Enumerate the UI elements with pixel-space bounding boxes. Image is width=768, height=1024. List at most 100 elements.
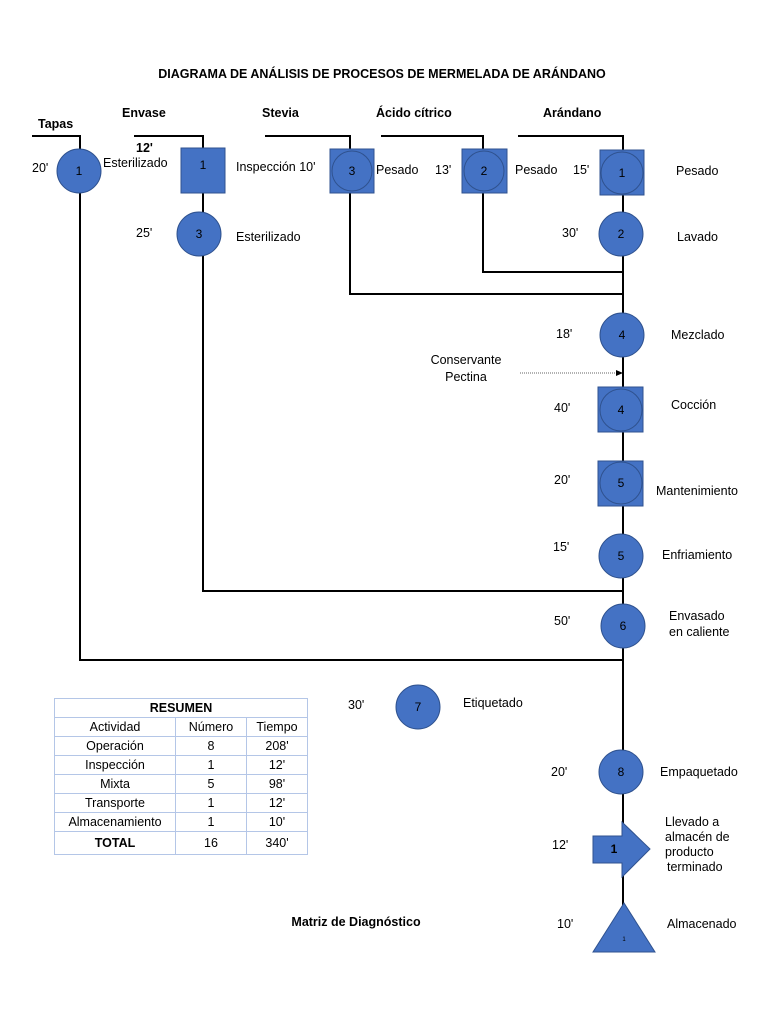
mixed-arandano-1: 1 [599,149,645,196]
summary-cell-number: 1 [175,793,247,813]
time-almacenado: 10' [557,917,573,931]
summary-cell-number: 5 [175,774,247,794]
label-enfriamiento: Enfriamiento [662,548,732,562]
summary-title: RESUMEN [54,698,308,718]
label-llevado-4: terminado [667,860,723,874]
label-llevado-1: Llevado a [665,815,719,829]
svg-text:1: 1 [622,937,626,943]
mixed-mantenimiento-5: 5 [597,460,644,507]
svg-text:5: 5 [618,549,625,563]
summary-cell-activity: Almacenamiento [54,812,176,832]
time-lavado: 30' [562,226,578,240]
time-envase-inspection: 12' [136,141,153,155]
operation-tapas-1: 1 [56,148,102,194]
summary-cell-activity: Inspección [54,755,176,775]
time-enfriamiento: 15' [553,540,569,554]
summary-row: Inspección 1 12' [54,755,308,775]
svg-text:4: 4 [618,403,625,417]
summary-cell-time: 12' [246,755,308,775]
svg-text:7: 7 [415,700,422,714]
mixed-acido-2: 2 [461,148,508,194]
footer-matriz: Matriz de Diagnóstico [291,915,421,929]
summary-total-label: TOTAL [54,831,176,855]
label-stevia: Pesado [376,163,418,177]
label-lavado: Lavado [677,230,718,244]
time-envasado: 50' [554,614,570,628]
inspection-envase-1: 1 [180,147,226,194]
column-header-stevia: Stevia [262,106,300,120]
summary-cell-activity: Operación [54,736,176,756]
mixed-stevia-3: 3 [329,148,375,194]
summary-header-number: Número [175,717,247,737]
summary-row: Mixta 5 98' [54,774,308,794]
summary-header-activity: Actividad [54,717,176,737]
column-header-arandano: Arándano [543,106,602,120]
operation-envasado-6: 6 [600,603,646,649]
summary-row: Almacenamiento 1 10' [54,812,308,832]
label-envasado-1: Envasado [669,609,725,623]
summary-total-number: 16 [175,831,247,855]
time-etiquetado: 30' [348,698,364,712]
operation-etiquetado-7: 7 [395,684,441,730]
storage-triangle-1: 1 [592,902,656,953]
column-header-envase: Envase [122,106,166,120]
time-mezclado: 18' [556,327,572,341]
summary-cell-number: 1 [175,812,247,832]
summary-cell-number: 1 [175,755,247,775]
label-llevado-2: almacén de [665,830,730,844]
svg-text:6: 6 [620,619,627,633]
svg-text:4: 4 [619,328,626,342]
label-llevado-3: producto [665,845,714,859]
label-empaquetado: Empaquetado [660,765,738,779]
svg-text:1: 1 [611,842,618,856]
operation-empaquetado-8: 8 [598,749,644,795]
operation-lavado-2: 2 [598,211,644,257]
mixed-enfriamiento-5: 5 [598,533,644,579]
svg-text:2: 2 [481,164,488,178]
summary-cell-time: 12' [246,793,308,813]
svg-text:8: 8 [618,765,625,779]
operation-envase-3: 3 [176,211,222,257]
label-acido: Pesado [515,163,557,177]
time-envase-operation: 25' [136,226,152,240]
summary-cell-time: 10' [246,812,308,832]
summary-cell-activity: Transporte [54,793,176,813]
summary-cell-activity: Mixta [54,774,176,794]
svg-text:5: 5 [618,476,625,490]
time-llevado: 12' [552,838,568,852]
summary-cell-time: 208' [246,736,308,756]
svg-text:1: 1 [76,164,83,178]
svg-text:2: 2 [618,227,625,241]
time-tapas-1: 20' [32,161,48,175]
label-envase-inspection: Esterilizado [103,156,168,170]
svg-text:3: 3 [196,227,203,241]
connector-lines [32,135,624,925]
column-header-tapas: Tapas [38,117,73,131]
label-envasado-2: en caliente [669,625,730,639]
label-conservante: Conservante [431,353,502,367]
svg-text:1: 1 [619,166,626,180]
label-mezclado: Mezclado [671,328,725,342]
label-etiquetado: Etiquetado [463,696,523,710]
time-acido: 13' [435,163,451,177]
label-arandano-pesado: Pesado [676,164,718,178]
time-stevia: Inspección 10' [236,160,316,174]
svg-text:1: 1 [200,158,207,172]
label-mantenimiento: Mantenimiento [656,484,738,498]
summary-table: RESUMEN Actividad Número Tiempo Operació… [54,698,308,855]
label-envase-operation: Esterilizado [236,230,301,244]
time-arandano-pesado: 15' [573,163,589,177]
summary-row: Operación 8 208' [54,736,308,756]
summary-cell-number: 8 [175,736,247,756]
time-mantenimiento: 20' [554,473,570,487]
diagram-title: DIAGRAMA DE ANÁLISIS DE PROCESOS DE MERM… [158,66,606,81]
summary-total-time: 340' [246,831,308,855]
column-header-acido: Ácido cítrico [376,105,452,120]
operation-mezclado-4: 4 [599,312,645,358]
summary-header-time: Tiempo [246,717,308,737]
time-empaquetado: 20' [551,765,567,779]
transport-arrow-1: 1 [592,820,651,879]
time-coccion: 40' [554,401,570,415]
summary-row: Transporte 1 12' [54,793,308,813]
